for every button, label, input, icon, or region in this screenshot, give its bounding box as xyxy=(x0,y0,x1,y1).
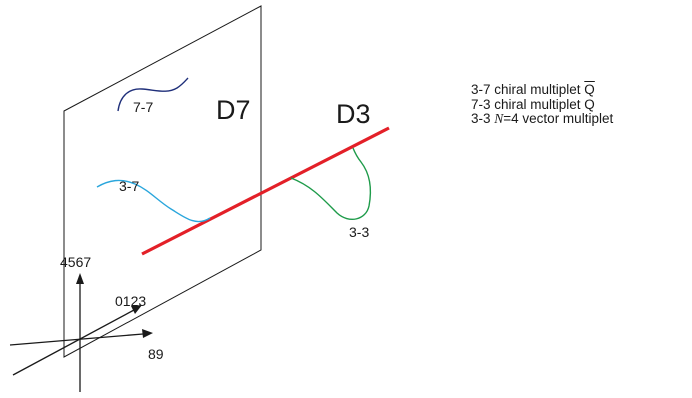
legend-line-3-3-suffix: =4 vector multiplet xyxy=(503,111,614,126)
legend: 3-7 chiral multiplet Q 7-3 chiral multip… xyxy=(471,82,614,127)
legend-line-3-7-text: 3-7 chiral multiplet xyxy=(471,82,585,97)
legend-line-3-3-prefix: 3-3 xyxy=(471,111,495,126)
d3-brane-line xyxy=(141,126,390,256)
legend-line-3-7: 3-7 chiral multiplet Q xyxy=(471,82,613,98)
string-3-7-label: 3-7 xyxy=(119,178,139,194)
string-3-3 xyxy=(290,147,372,221)
axis-4567-arrowhead xyxy=(76,273,84,284)
axis-89-arrowhead xyxy=(142,329,153,338)
d7-brane-plane xyxy=(63,5,262,358)
legend-line-7-3: 7-3 chiral multiplet Q xyxy=(471,96,595,112)
string-3-7 xyxy=(96,179,211,223)
legend-qbar-symbol: Q xyxy=(584,82,595,97)
axis-89-line xyxy=(9,333,144,346)
axis-89-label: 89 xyxy=(148,346,164,362)
legend-n-symbol: N xyxy=(494,111,504,126)
legend-line-3-3: 3-3 N=4 vector multiplet xyxy=(471,111,614,127)
axis-4567-label: 4567 xyxy=(60,254,91,270)
string-3-3-label: 3-3 xyxy=(349,224,369,240)
axis-0123-arrowhead xyxy=(131,305,142,314)
string-7-7 xyxy=(117,77,189,112)
d3-brane-label: D3 xyxy=(336,99,371,129)
axis-0123-line xyxy=(12,309,135,376)
axis-0123-label: 0123 xyxy=(115,293,146,309)
d7-brane-label: D7 xyxy=(216,95,251,125)
string-7-7-label: 7-7 xyxy=(133,99,153,115)
